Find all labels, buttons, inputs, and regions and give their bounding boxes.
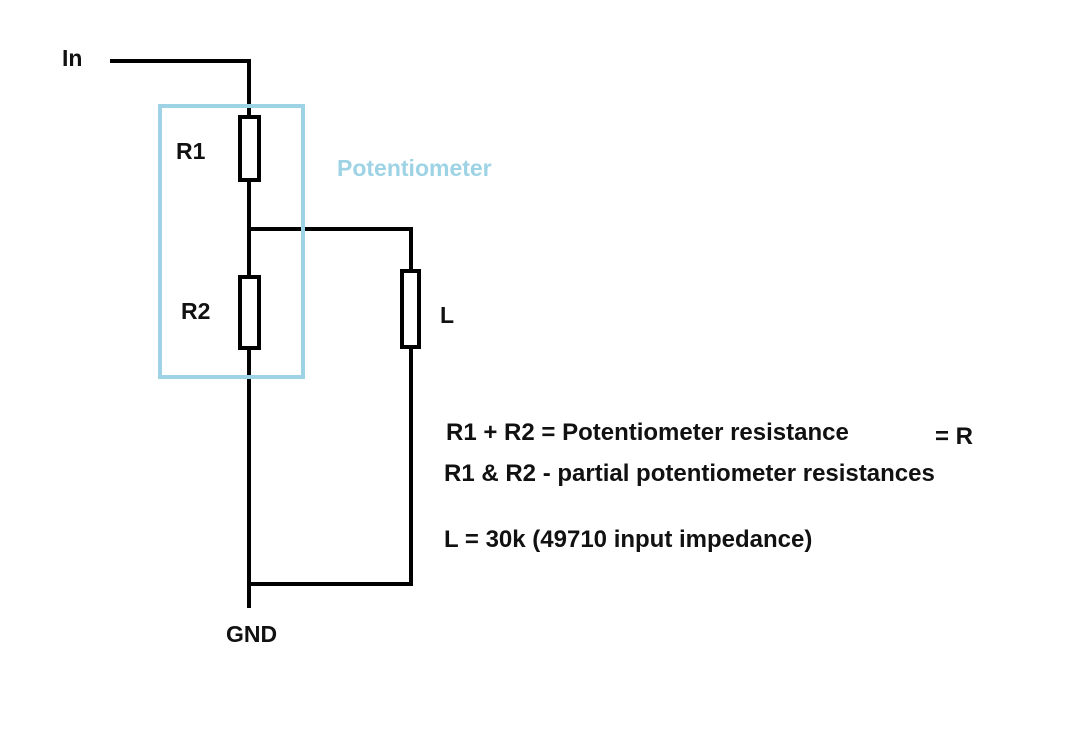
input-label: In xyxy=(62,45,83,71)
load-return-wire xyxy=(249,347,413,586)
load-label: L xyxy=(440,302,455,328)
r2-resistor xyxy=(238,275,261,350)
r1-resistor xyxy=(238,115,261,182)
potentiometer-box xyxy=(158,104,305,379)
r1-label: R1 xyxy=(176,138,206,164)
potentiometer-label: Potentiometer xyxy=(337,155,492,181)
equation-sum: R1 + R2 = Potentiometer resistance xyxy=(446,419,849,446)
input-wire xyxy=(110,59,251,117)
wiper-wire xyxy=(249,227,413,271)
equation-sum-result: = R xyxy=(935,423,974,450)
r2-label: R2 xyxy=(181,298,211,324)
load-resistor xyxy=(400,269,421,349)
equation-partial: R1 & R2 - partial potentiometer resistan… xyxy=(444,460,935,487)
equation-load: L = 30k (49710 input impedance) xyxy=(444,526,813,553)
ground-label: GND xyxy=(226,621,278,647)
